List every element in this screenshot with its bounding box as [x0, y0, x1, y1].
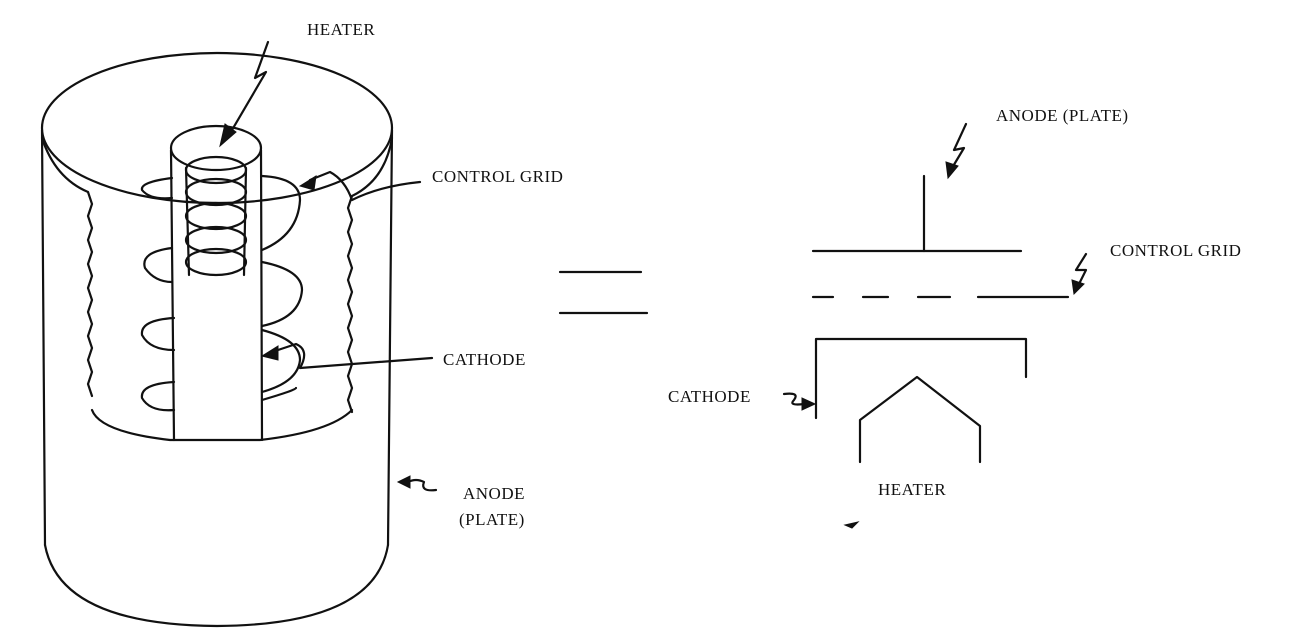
- schematic-cathode-arrow-icon: [782, 392, 817, 411]
- schematic-grid-arrow-icon: [1071, 252, 1088, 296]
- control-grid-helix: [140, 174, 304, 412]
- equivalence-sign: [558, 270, 649, 315]
- schematic-cathode-label: CATHODE: [668, 387, 751, 406]
- schematic-heater-label: HEATER: [878, 480, 947, 499]
- cathode-arrow-icon: [260, 342, 434, 370]
- cathode-sleeve: [169, 124, 264, 442]
- anode-arrow-icon: [396, 475, 438, 492]
- heater-coil: [184, 155, 248, 277]
- cutaway-edges: [40, 136, 394, 442]
- tube-cathode-label: CATHODE: [443, 350, 526, 369]
- schematic-anode-arrow-icon: [945, 122, 968, 180]
- stray-mark: [843, 521, 860, 529]
- schematic-anode: [811, 174, 1023, 253]
- schematic-cathode: [814, 337, 1028, 420]
- tube-plate-label: (PLATE): [459, 510, 525, 529]
- schematic-control-grid-label: CONTROL GRID: [1110, 241, 1242, 260]
- heater-arrow-icon: [219, 40, 270, 148]
- triode-schematic-symbol: [782, 122, 1088, 529]
- control-grid-arrow-icon: [298, 170, 422, 202]
- anode-cylinder: [40, 51, 394, 628]
- tube-anode-label: ANODE: [463, 484, 525, 503]
- tube-cutaway-drawing: [40, 40, 438, 628]
- schematic-anode-label: ANODE (PLATE): [996, 106, 1129, 125]
- tube-control-grid-label: CONTROL GRID: [432, 167, 564, 186]
- schematic-heater: [858, 375, 982, 464]
- tube-heater-label: HEATER: [307, 20, 376, 39]
